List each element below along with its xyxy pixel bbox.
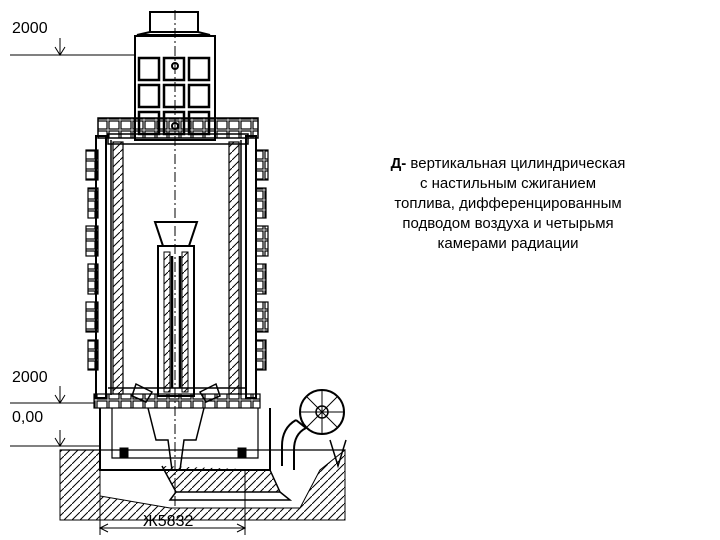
caption-line-2: с настильным сжиганием	[419, 175, 597, 192]
furnace-caption: Д- вертикальная цилиндрическая с настиль…	[358, 154, 658, 254]
roof-collar	[97, 117, 259, 145]
caption-line-3: топлива, дифференцированным	[394, 195, 622, 212]
caption-label: Д-	[390, 155, 407, 172]
elevation-mark-mid	[10, 386, 94, 404]
elevation-mark-zero	[10, 430, 100, 447]
caption-line-1: Д- вертикальная цилиндрическая	[390, 155, 626, 172]
side-brickwork-right	[255, 149, 269, 371]
elevation-label-top: 2000	[12, 20, 48, 37]
elevation-mark-top	[10, 38, 135, 56]
width-dimension-line	[98, 470, 247, 535]
air-fan	[281, 389, 347, 470]
caption-line-5: камерами радиации	[437, 235, 579, 252]
width-dimension-label: Ж5832	[143, 513, 194, 530]
elevation-label-mid: 2000	[12, 369, 48, 386]
caption-line-4: подводом воздуха и четырьмя	[402, 215, 614, 232]
side-brickwork-left	[85, 149, 99, 371]
elevation-label-zero: 0,00	[12, 409, 44, 426]
furnace-casing	[95, 135, 257, 399]
hearth	[93, 393, 293, 501]
central-burner-tube	[153, 221, 199, 397]
